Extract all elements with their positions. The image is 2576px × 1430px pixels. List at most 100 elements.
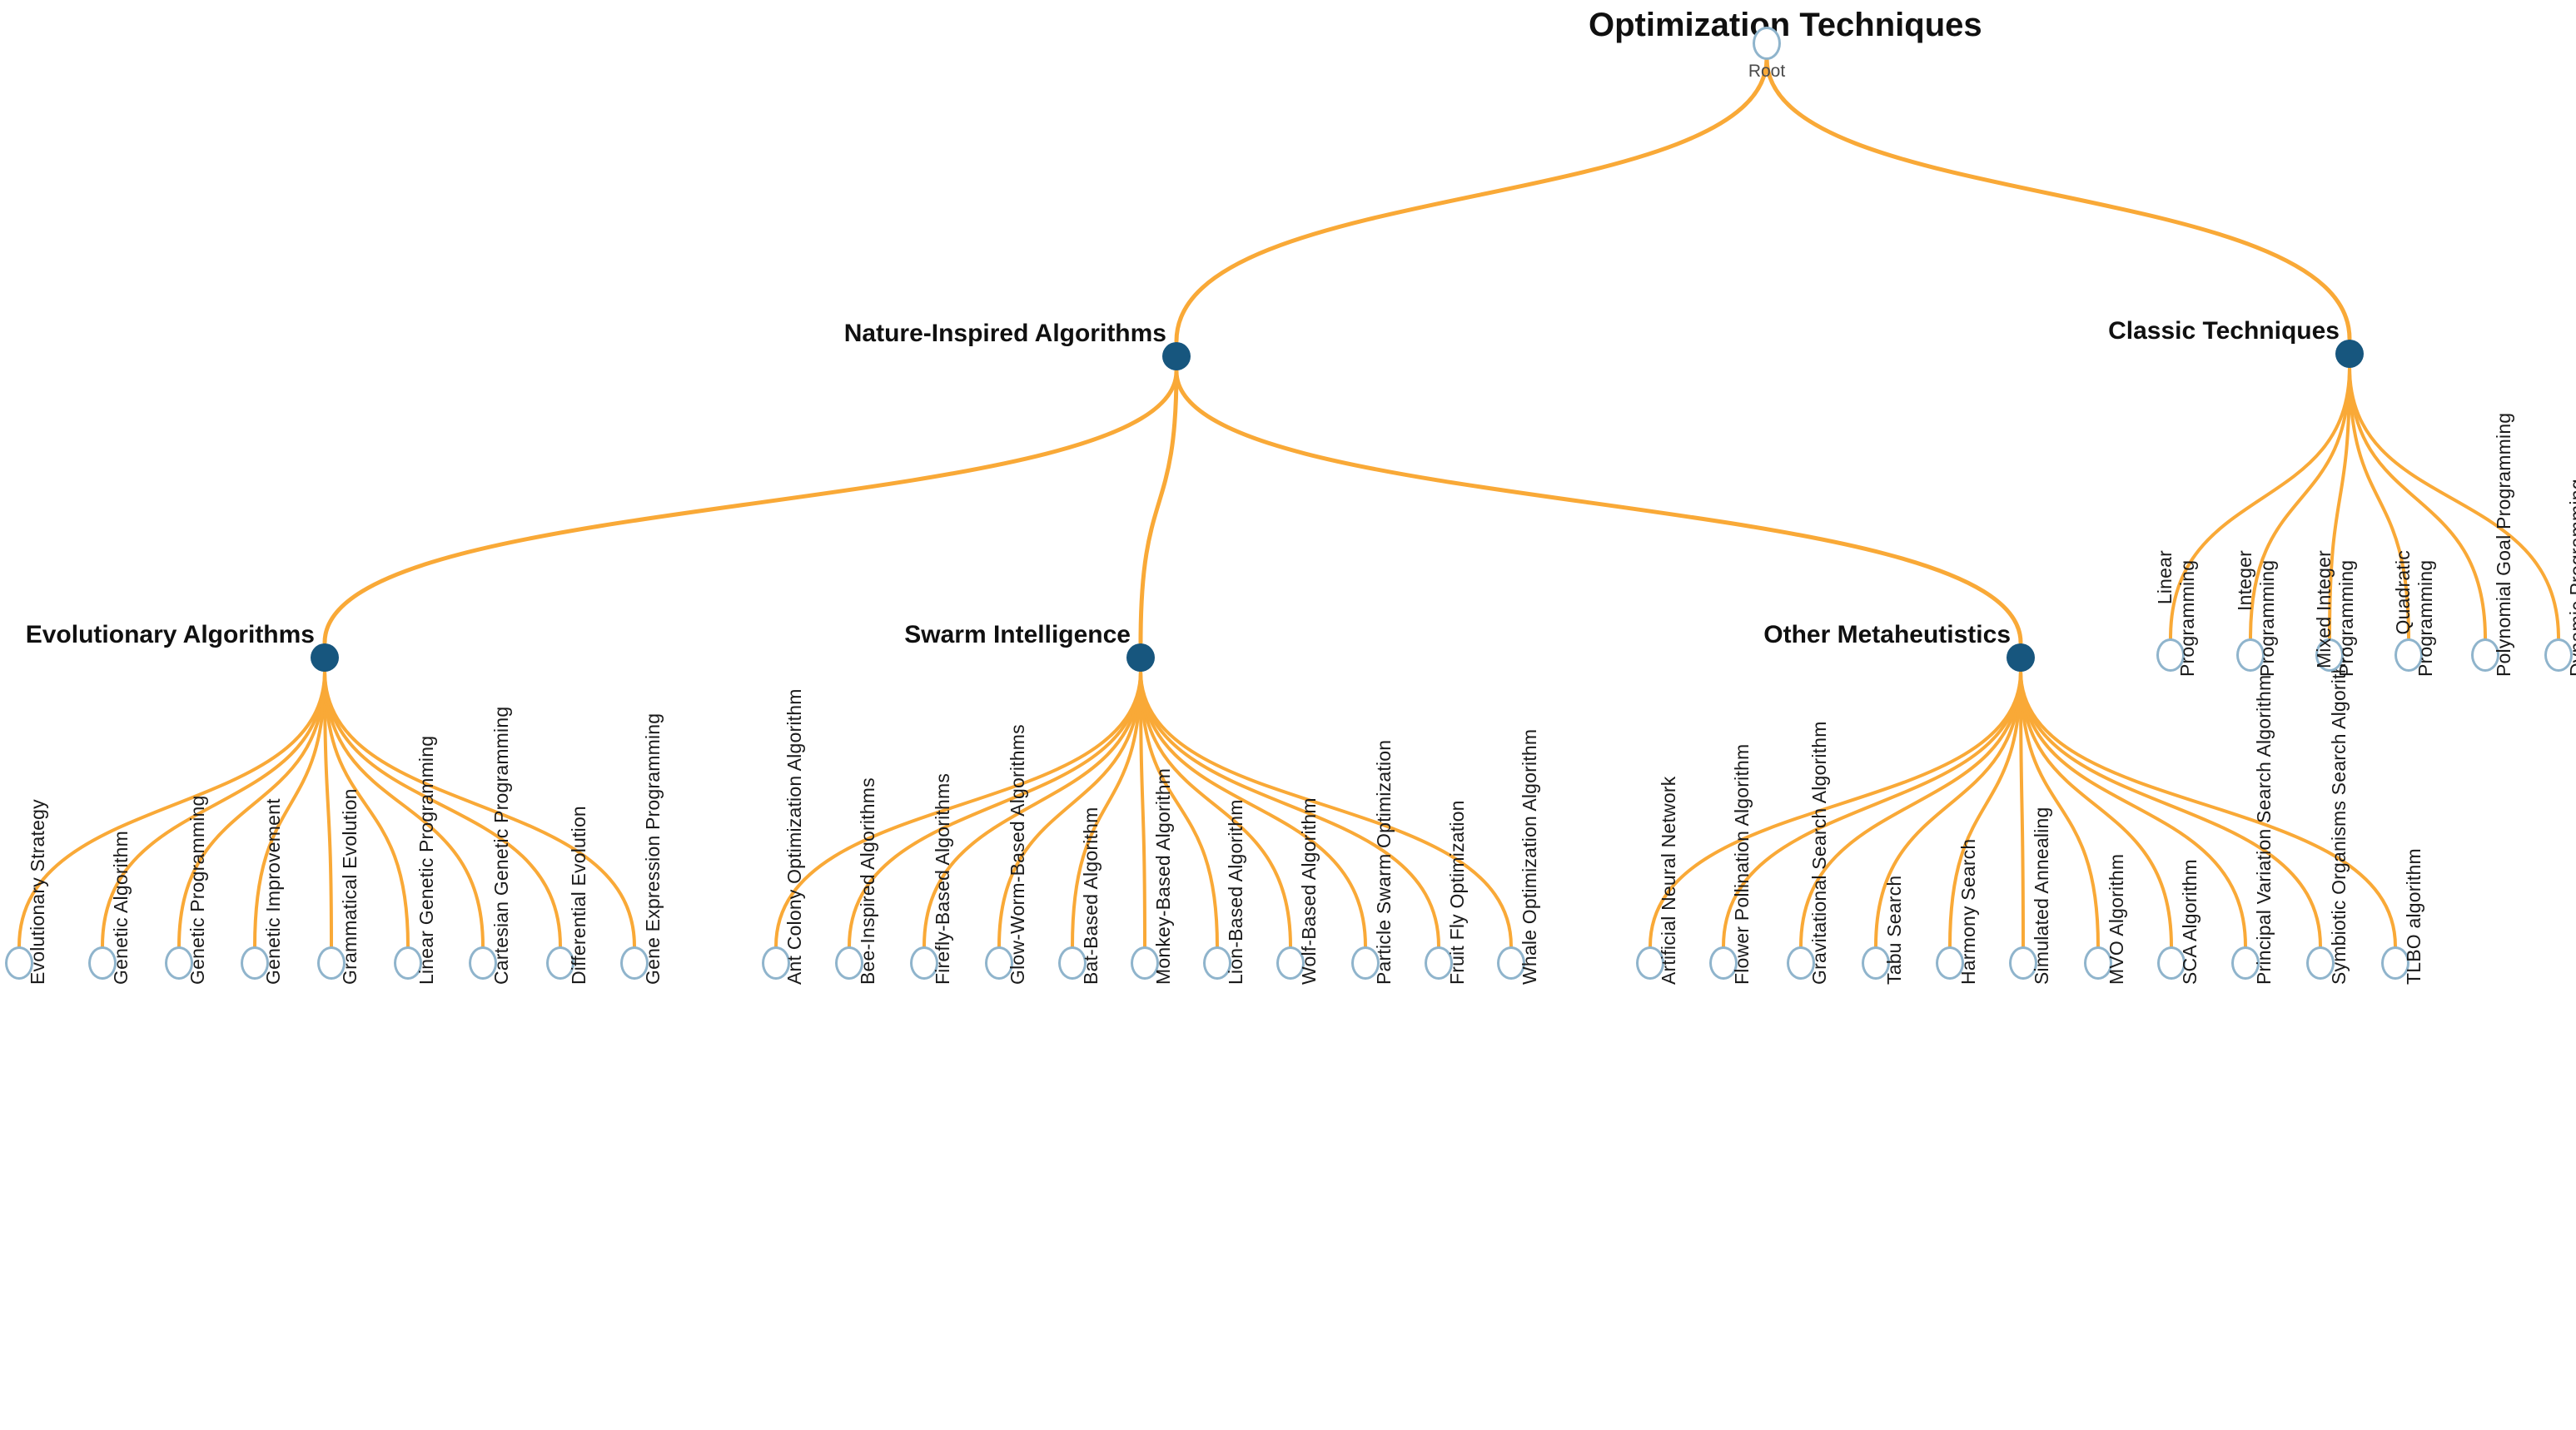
- leaf-label-linear-genetic-programming: Linear Genetic Programming: [415, 735, 437, 985]
- leaf-label-wolf-based-algorithm: Wolf-Based Algorithm: [1298, 797, 1320, 985]
- tree-leaf-harmony-search[interactable]: [1936, 946, 1964, 980]
- tree-node-evolutionary-algorithms[interactable]: [311, 643, 339, 672]
- tree-leaf-monkey-based-algorithm[interactable]: [1131, 946, 1159, 980]
- tree-edge: [2019, 669, 2322, 948]
- leaf-label-genetic-algorithm: Genetic Algorithm: [110, 831, 132, 985]
- leaf-label-genetic-improvement: Genetic Improvement: [262, 798, 284, 985]
- leaf-label-glow-worm-based-algorithms: Glow-Worm-Based Algorithms: [1007, 724, 1028, 985]
- tree-edge: [1138, 369, 1179, 645]
- leaf-label-firefly-based-algorithms: Firefly-Based Algorithms: [932, 772, 953, 985]
- tree-edge: [323, 669, 333, 948]
- tree-edge: [922, 669, 1142, 948]
- leaf-label-lion-based-algorithm: Lion-Based Algorithm: [1225, 799, 1246, 985]
- tree-leaf-linear-genetic-programming[interactable]: [394, 946, 422, 980]
- tree-node-other-metaheutistics[interactable]: [2007, 643, 2035, 672]
- tree-leaf-principal-variation-search-algorithm[interactable]: [2231, 946, 2260, 980]
- tree-leaf-whale-optimization-algorithm[interactable]: [1497, 946, 1525, 980]
- tree-leaf-gene-expression-programming[interactable]: [620, 946, 649, 980]
- leaf-label-bee-inspired-algorithms: Bee-Inspired Algorithms: [857, 777, 878, 985]
- leaf-label-principal-variation-search-algorithm: Principal Variation Search Algorithm: [2253, 674, 2275, 985]
- tree-leaf-simulated-annealing[interactable]: [2009, 946, 2037, 980]
- tree-node-swarm-intelligence[interactable]: [1126, 643, 1155, 672]
- leaf-label-fruit-fly-optimization: Fruit Fly Optimization: [1446, 800, 1468, 985]
- tree-leaf-gravitational-search-algorithm[interactable]: [1787, 946, 1815, 980]
- tree-edge: [2019, 669, 2247, 948]
- tree-leaf-flower-pollination-algorithm[interactable]: [1709, 946, 1738, 980]
- branch-label-other-metaheutistics: Other Metaheutistics: [1763, 621, 2011, 648]
- tree-leaf-sca-algorithm[interactable]: [2157, 946, 2186, 980]
- leaf-label-mvo-algorithm: MVO Algorithm: [2106, 853, 2127, 985]
- leaf-label-whale-optimization-algorithm: Whale Optimization Algorithm: [1519, 728, 1540, 985]
- leaf-label-ant-colony-optimization-algorithm: Ant Colony Optimization Algorithm: [783, 688, 805, 985]
- tree-edge: [2019, 669, 2025, 948]
- leaf-label-gravitational-search-algorithm: Gravitational Search Algorithm: [1808, 721, 1830, 985]
- tree-edge: [2348, 365, 2560, 640]
- tree-leaf-genetic-improvement[interactable]: [241, 946, 269, 980]
- tree-leaf-linear-programming[interactable]: [2156, 638, 2185, 672]
- tree-leaf-genetic-programming[interactable]: [165, 946, 193, 980]
- branch-label-evolutionary-algorithms: Evolutionary Algorithms: [25, 621, 315, 648]
- branch-label-swarm-intelligence: Swarm Intelligence: [904, 621, 1131, 648]
- tree-edge: [1174, 56, 1769, 344]
- leaf-label-monkey-based-algorithm: Monkey-Based Algorithm: [1152, 767, 1174, 985]
- leaf-label-particle-swarm-optimization: Particle Swarm Optimization: [1373, 739, 1395, 985]
- tree-leaf-quadratic-programming[interactable]: [2394, 638, 2423, 672]
- leaf-label-tabu-search: Tabu Search: [1883, 875, 1905, 985]
- leaf-label-bat-based-algorithm: Bat-Based Algorithm: [1080, 807, 1102, 985]
- tree-leaf-genetic-algorithm[interactable]: [88, 946, 117, 980]
- tree-leaf-tlbo-algorithm[interactable]: [2381, 946, 2409, 980]
- tree-leaf-polynomial-goal-programming[interactable]: [2471, 638, 2499, 672]
- leaf-label-genetic-programming: Genetic Programming: [186, 795, 208, 986]
- tree-leaf-wolf-based-algorithm[interactable]: [1276, 946, 1305, 980]
- tree-leaf-tabu-search[interactable]: [1862, 946, 1890, 980]
- tree-node-classic-techniques[interactable]: [2335, 340, 2364, 368]
- tree-leaf-particle-swarm-optimization[interactable]: [1351, 946, 1380, 980]
- tree-leaf-fruit-fly-optimization[interactable]: [1425, 946, 1453, 980]
- leaf-label-gene-expression-programming: Gene Expression Programming: [642, 713, 664, 985]
- page-title: Optimization Techniques: [1589, 7, 1982, 43]
- tree-leaf-dynamic-programming[interactable]: [2544, 638, 2573, 672]
- tree-edge: [1799, 669, 2022, 948]
- root-node-label: Root: [1748, 62, 1786, 81]
- tree-leaf-mvo-algorithm[interactable]: [2084, 946, 2112, 980]
- tree-leaf-differential-evolution[interactable]: [546, 946, 574, 980]
- tree-leaf-integer-programming[interactable]: [2236, 638, 2265, 672]
- tree-leaf-cartesian-genetic-programming[interactable]: [469, 946, 497, 980]
- tree-edge: [1764, 56, 2352, 341]
- tree-node-nature-inspired-algorithms[interactable]: [1162, 342, 1191, 370]
- branch-label-nature-inspired-algorithms: Nature-Inspired Algorithms: [843, 320, 1166, 347]
- tree-leaf-lion-based-algorithm[interactable]: [1203, 946, 1231, 980]
- tree-node-root[interactable]: [1753, 27, 1781, 60]
- tree-leaf-evolutionary-strategy[interactable]: [5, 946, 33, 980]
- tree-leaf-bat-based-algorithm[interactable]: [1058, 946, 1087, 980]
- leaf-label-grammatical-evolution: Grammatical Evolution: [339, 788, 361, 985]
- tree-edge: [1174, 369, 2023, 645]
- tree-edge: [1139, 669, 1146, 948]
- leaf-label-symbiotic-organisms-search-algorithm: Symbiotic Organisms Search Algorithm: [2328, 646, 2350, 985]
- tree-leaf-ant-colony-optimization-algorithm[interactable]: [762, 946, 790, 980]
- leaf-label-cartesian-genetic-programming: Cartesian Genetic Programming: [490, 706, 512, 985]
- leaf-label-artificial-neural-network: Artificial Neural Network: [1658, 776, 1679, 985]
- tree-leaf-mixed-integer-programming[interactable]: [2315, 638, 2344, 672]
- leaf-label-sca-algorithm: SCA Algorithm: [2179, 859, 2201, 985]
- tree-edge: [322, 369, 1179, 645]
- tree-leaf-grammatical-evolution[interactable]: [317, 946, 346, 980]
- leaf-label-flower-pollination-algorithm: Flower Pollination Algorithm: [1731, 743, 1753, 985]
- tree-leaf-symbiotic-organisms-search-algorithm[interactable]: [2306, 946, 2335, 980]
- tree-leaf-glow-worm-based-algorithms[interactable]: [985, 946, 1013, 980]
- leaf-label-polynomial-goal-programming: Polynomial Goal Programming: [2493, 412, 2514, 677]
- tree-edge: [323, 669, 410, 948]
- leaf-label-dynamic-programming: Dynamic Programming: [2566, 479, 2576, 677]
- tree-leaf-artificial-neural-network[interactable]: [1636, 946, 1664, 980]
- leaf-label-simulated-annealing: Simulated Annealing: [2031, 807, 2052, 985]
- tree-leaf-bee-inspired-algorithms[interactable]: [835, 946, 863, 980]
- leaf-label-evolutionary-strategy: Evolutionary Strategy: [27, 799, 48, 985]
- tree-leaf-firefly-based-algorithms[interactable]: [910, 946, 938, 980]
- tree-edge: [101, 669, 326, 948]
